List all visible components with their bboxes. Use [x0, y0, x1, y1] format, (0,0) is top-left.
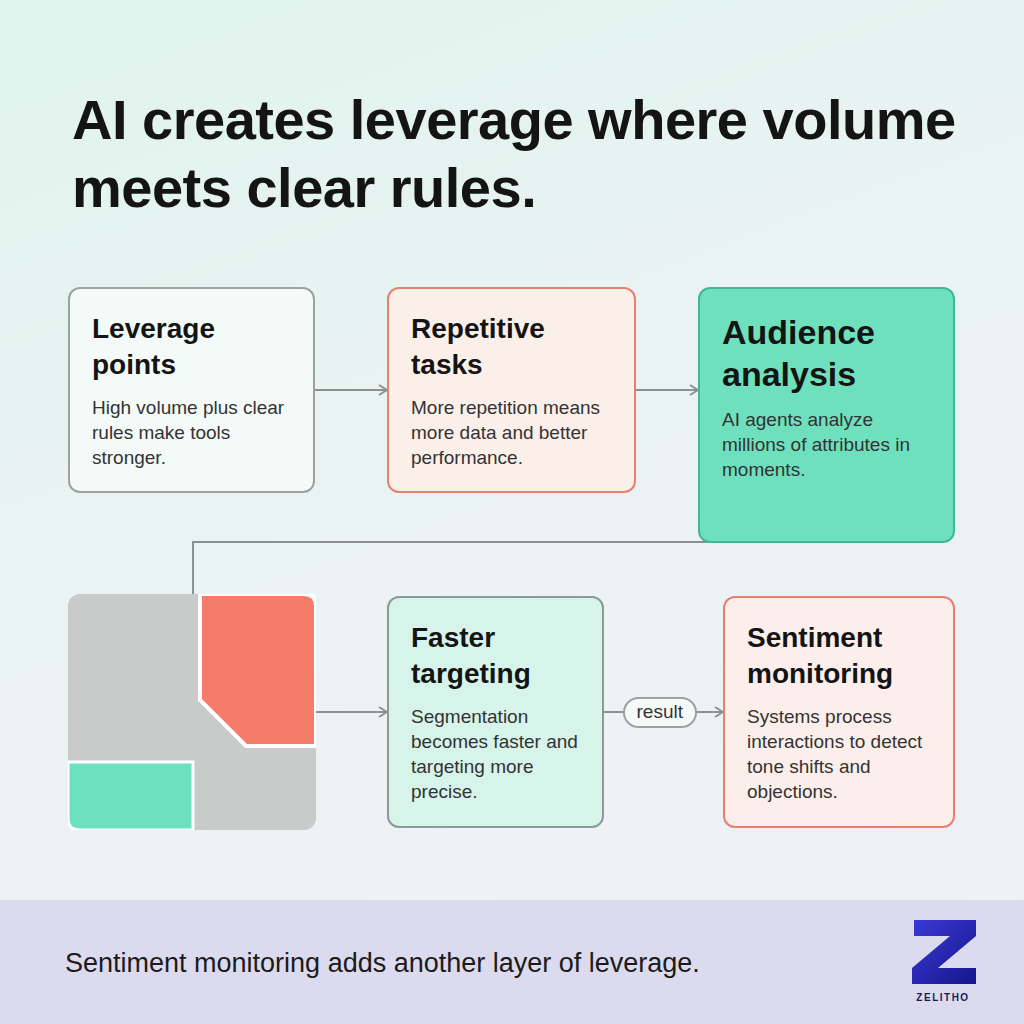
illustration	[68, 594, 316, 830]
box-body: Segmentation becomes faster and targetin…	[411, 704, 582, 804]
box-body: High volume plus clear rules make tools …	[92, 395, 293, 470]
illustration-shape	[200, 594, 316, 746]
box-heading: Faster targeting	[411, 620, 582, 692]
logo-glyph	[912, 920, 976, 984]
connector-arrow	[636, 389, 698, 391]
box-heading: Audience analysis	[722, 311, 933, 395]
box-heading: Leverage points	[92, 311, 293, 383]
illustration-base	[68, 594, 316, 830]
title: AI creates leverage where volume meets c…	[72, 86, 972, 222]
process-box: Leverage pointsHigh volume plus clear ru…	[68, 287, 315, 493]
edge-label: result	[623, 697, 697, 728]
box-heading: Sentiment monitoring	[747, 620, 933, 692]
logo-mark	[908, 916, 980, 988]
process-box: Audience analysis AI agents analyze milli…	[698, 287, 955, 543]
process-box: Repetitive tasksMore repetition means mo…	[387, 287, 636, 493]
box-body: AI agents analyze millions of attributes…	[722, 407, 933, 482]
caption: Sentiment monitoring adds another layer …	[65, 946, 885, 980]
connector-arrow	[315, 389, 387, 391]
brand-name: ZELITHO	[898, 992, 988, 1003]
box-body: More repetition means more data and bett…	[411, 395, 614, 470]
process-box: Sentiment monitoringSystems process inte…	[723, 596, 955, 828]
process-box: Faster targetingSegmentation becomes fas…	[387, 596, 604, 828]
box-body: Systems process interactions to detect t…	[747, 704, 933, 804]
box-heading: Repetitive tasks	[411, 311, 614, 383]
illustration-block	[68, 762, 193, 830]
